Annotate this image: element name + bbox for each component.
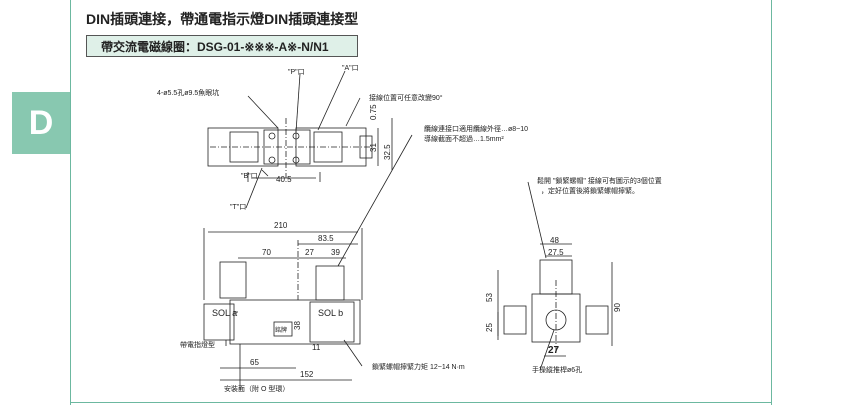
leader-line <box>247 95 279 129</box>
mount-holes-note: 4-ø5.5孔ø9.5魚眼坑 <box>157 88 219 97</box>
lock-torque-note: 鎖緊螺帽擰緊力矩 12~14 N·m <box>372 362 465 371</box>
section-tab[interactable]: D <box>12 92 70 154</box>
front-view-name-plate <box>273 321 293 337</box>
dim-11: 11 <box>312 343 321 352</box>
leader-line <box>527 181 547 259</box>
top-view-hole <box>292 132 300 140</box>
dim-32-5: 32.5 <box>383 144 392 160</box>
dim-210: 210 <box>274 221 288 230</box>
name-plate-label: 銘牌 <box>275 326 287 334</box>
dim-0-75: 0.75 <box>369 104 378 120</box>
dim-27-side: 27 <box>548 345 560 356</box>
top-view-hole <box>292 156 300 164</box>
lamp-note: 帶電指燈型 <box>180 340 215 349</box>
dim-40-5: 40.5 <box>276 175 292 184</box>
rotate-note-2: ，定好位置後將鎖緊螺帽擰緊。 <box>541 186 639 195</box>
leader-line <box>317 70 346 131</box>
dim-39: 39 <box>331 248 340 257</box>
front-view-sol-b <box>309 301 355 343</box>
frame-bottom-line <box>70 402 772 403</box>
leader-line <box>337 134 413 267</box>
port-t-label: "T"口 <box>230 203 246 211</box>
leader-line <box>343 339 363 367</box>
port-b-label: "B"口 <box>241 172 258 180</box>
sol-a-label: SOL a <box>212 308 237 318</box>
top-view <box>207 70 393 209</box>
dim-48-side: 48 <box>550 236 559 245</box>
front-view-left-connector <box>219 261 247 299</box>
front-view-body <box>229 299 361 345</box>
top-view-hole <box>268 156 276 164</box>
dim-90-side: 90 <box>613 303 622 312</box>
side-view-left-port <box>503 305 527 335</box>
cable-note-2: 導線截面不超過…1.5mm² <box>424 134 504 143</box>
rotate-note-1: 鬆開 "鎖緊螺帽" 接線可有圖示的3個位置 <box>537 176 662 185</box>
cable-rotate-note: 接線位置可任意改變90° <box>369 93 443 102</box>
page-frame <box>70 0 772 405</box>
mount-face-note: 安裝面（附 O 型環） <box>224 384 289 393</box>
port-p-label: "P"口 <box>288 68 305 76</box>
dim-27-5-side: 27.5 <box>548 248 564 257</box>
cable-note-1: 纜線連接口適用纜線外徑…ø8~10 <box>424 124 528 133</box>
model-subtitle: 帶交流電磁線圈：DSG-01-※※※-A※-N/N1 <box>86 35 358 57</box>
leader-line <box>295 73 301 133</box>
side-view-right-port <box>585 305 609 335</box>
port-a-label: "A"口 <box>342 64 359 72</box>
dim-83-5: 83.5 <box>318 234 334 243</box>
side-view <box>497 181 613 371</box>
manual-note: 手操縱推桿ø6孔 <box>532 365 582 374</box>
dim-70: 70 <box>262 248 271 257</box>
dim-27: 27 <box>305 248 314 257</box>
leader-line <box>345 97 361 127</box>
dim-31: 31 <box>369 143 378 152</box>
sol-b-label: SOL b <box>318 308 343 318</box>
dim-38: 38 <box>293 321 302 330</box>
top-view-connector <box>359 135 373 159</box>
leader-line <box>261 169 269 177</box>
front-view <box>203 134 413 390</box>
front-view-right-connector <box>315 265 345 301</box>
top-view-hole <box>268 132 276 140</box>
leader-line <box>245 167 263 209</box>
dim-65: 65 <box>250 358 259 367</box>
front-view-sol-a <box>203 303 235 341</box>
dim-152: 152 <box>300 370 314 379</box>
leader-line <box>539 329 555 371</box>
dim-25-side: 25 <box>485 323 494 332</box>
page-title: DIN插頭連接，帶通電指示燈DIN插頭連接型 <box>86 11 359 27</box>
dim-53-side: 53 <box>485 293 494 302</box>
